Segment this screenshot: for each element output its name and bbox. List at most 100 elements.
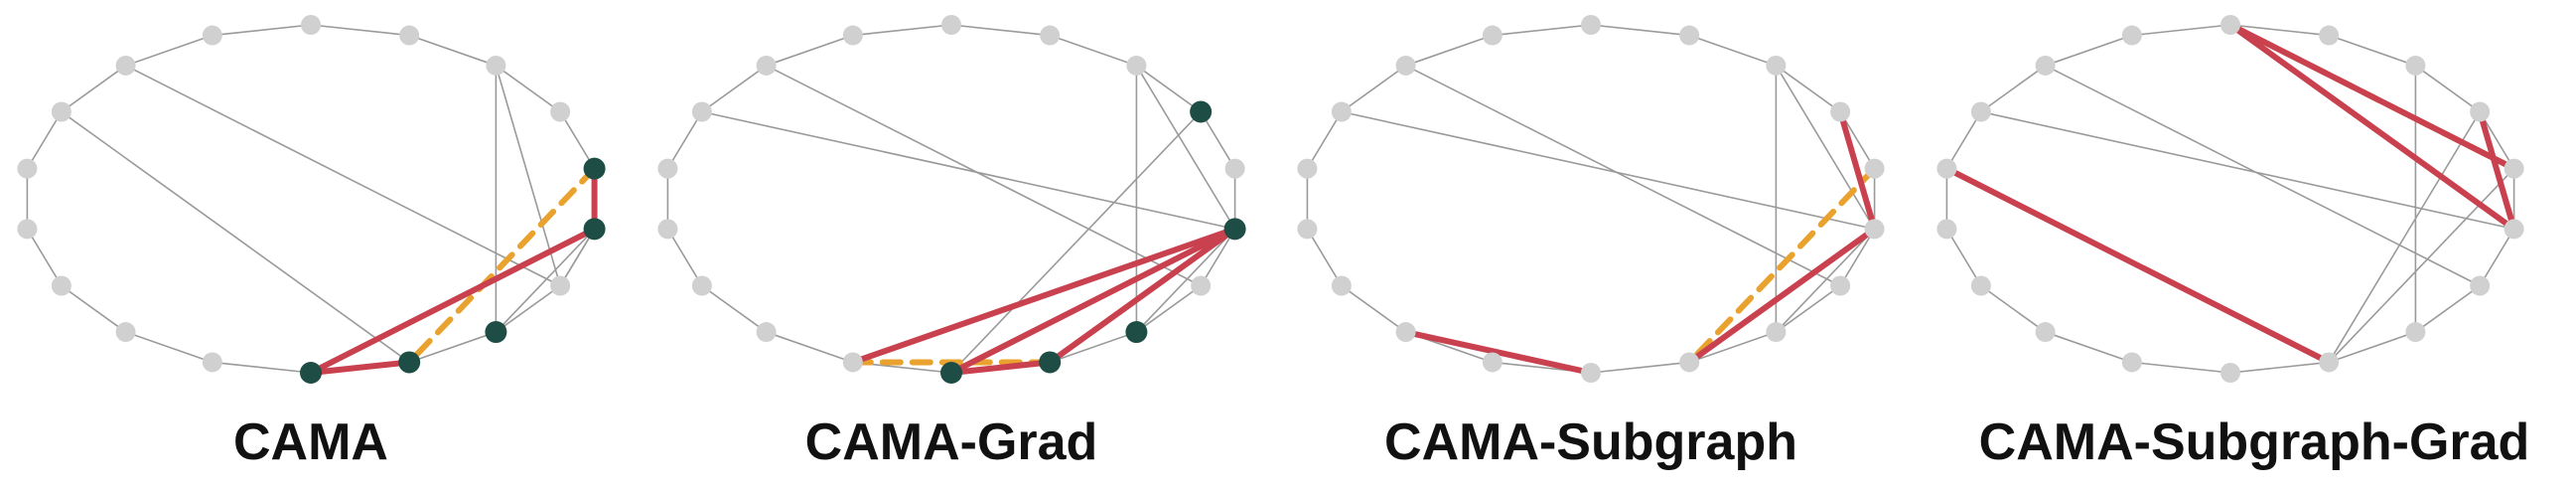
red-highlight-edge (308, 226, 598, 376)
highlighted-node (940, 362, 962, 384)
graph-edge (212, 361, 312, 374)
graph-edge (124, 331, 214, 364)
graph-node (1395, 55, 1416, 76)
red-highlight-edge (2227, 22, 2517, 172)
panel-title-cama-subgraph: CAMA-Subgraph (1384, 413, 1797, 471)
red-highlight-edge (948, 359, 1054, 376)
graph-edge (310, 24, 410, 37)
graph-edge (666, 110, 703, 170)
graph-edge (495, 228, 596, 333)
red-highlight-edge (948, 226, 1238, 376)
highlighted-node (1223, 218, 1246, 241)
orange-dashed-edge (1686, 165, 1878, 366)
graph-node (1936, 158, 1957, 179)
graph-node (2121, 352, 2142, 373)
highlighted-node (485, 321, 507, 344)
graph-node (51, 275, 72, 296)
graph-edge (1135, 284, 1202, 333)
graph-node (2504, 158, 2524, 179)
graph-edge (1492, 24, 1592, 37)
graph-node (202, 25, 222, 46)
graph-edge (1980, 110, 2515, 231)
graph-edge (2328, 34, 2417, 67)
graph-edge (1200, 228, 1236, 287)
graph-edge (1135, 65, 1236, 231)
graph-node (756, 55, 777, 76)
graph-node (691, 101, 712, 122)
highlighted-node (1125, 321, 1148, 344)
graph-node (2035, 55, 2056, 76)
graph-edge (1839, 228, 1876, 287)
graph-edge (701, 65, 768, 113)
graph-edge (495, 284, 561, 333)
graph-node (2220, 15, 2240, 35)
panel-cama-subgraph-grad (1936, 15, 2524, 383)
highlighted-node (398, 351, 421, 374)
graph-node (2470, 101, 2491, 122)
graph-edge (124, 34, 214, 67)
graph-edge (666, 228, 703, 287)
graph-edge (2044, 331, 2133, 364)
graph-edge (2414, 284, 2481, 333)
graph-edge (1404, 34, 1494, 67)
graph-node (842, 352, 863, 373)
graph-edge (2131, 361, 2231, 374)
graph-node (2319, 352, 2340, 373)
graph-edge (1135, 65, 1202, 113)
graph-edge (1775, 65, 1841, 113)
graph-edge (559, 228, 596, 287)
graph-node (657, 219, 678, 240)
red-highlight-edge (1402, 329, 1594, 376)
graph-edge (950, 24, 1051, 37)
graph-edge (61, 284, 127, 333)
red-highlight-edge (1943, 165, 2333, 366)
graph-node (657, 158, 678, 179)
highlighted-node (300, 362, 322, 384)
graph-node (1970, 275, 1991, 296)
graph-node (1679, 25, 1700, 46)
graph-node (2470, 275, 2491, 296)
graph-node (1864, 158, 1885, 179)
graph-node (1936, 219, 1957, 240)
graph-node (1581, 363, 1601, 383)
highlighted-node (1039, 351, 1062, 374)
graph-edge (1688, 34, 1778, 67)
graph-edge (408, 34, 498, 67)
graph-node (399, 25, 420, 46)
graph-edge (2328, 331, 2417, 364)
red-highlight-edge (1047, 226, 1238, 366)
graph-node (1830, 275, 1851, 296)
graph-edge (495, 65, 561, 113)
graph-edge (1980, 65, 2047, 113)
graph-node (1970, 101, 1991, 122)
graph-edge (701, 284, 768, 333)
graph-edge (1306, 110, 1343, 170)
graph-edge (1590, 24, 1690, 37)
red-highlight-edge (1837, 108, 1878, 233)
red-highlight-edge (2477, 108, 2517, 233)
graph-node (1482, 352, 1503, 373)
graph-node (1191, 275, 1212, 296)
graph-edge (2044, 34, 2133, 67)
graph-edge (950, 110, 1202, 374)
graph-node (301, 15, 321, 35)
graph-node (1864, 219, 1885, 240)
graph-node (51, 101, 72, 122)
graph-node (1040, 25, 1061, 46)
graph-edge (1945, 110, 1982, 170)
graph-node (842, 25, 863, 46)
graph-node (1126, 55, 1147, 76)
graph-node (1679, 352, 1700, 373)
graph-node (1331, 275, 1352, 296)
graph-node (1482, 25, 1503, 46)
graph-edge (2229, 24, 2330, 37)
graph-edge (2328, 167, 2515, 364)
highlighted-node (583, 218, 606, 241)
graph-edge (701, 110, 1236, 231)
graph-edge (1775, 65, 1876, 231)
red-highlight-edge (308, 359, 413, 376)
panel-title-cama-grad: CAMA-Grad (805, 413, 1098, 471)
graph-node (550, 275, 571, 296)
graph-edge (61, 65, 127, 113)
panel-cama (17, 15, 606, 384)
